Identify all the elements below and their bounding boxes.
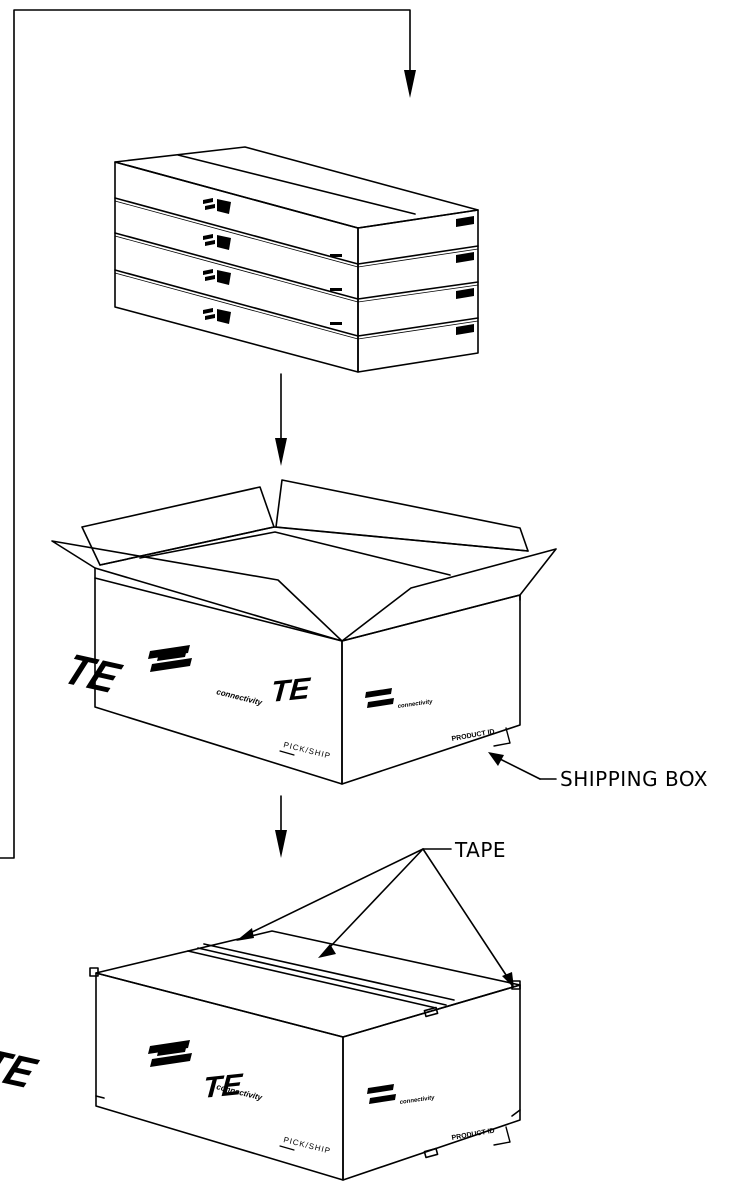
brand-sub-side: connectivity	[397, 699, 433, 710]
tape-callout: TAPE	[236, 838, 514, 988]
open-shipping-box: TE connectivity TE connectivity PICK/SHI…	[51, 479, 557, 785]
brand-mark-closed-side: TE	[202, 1068, 244, 1105]
pick-ship-label-closed: PICK/SHIP	[283, 1135, 332, 1155]
brand-mark-closed-front: TE	[0, 1040, 44, 1097]
te-logo-front: TE connectivity	[57, 645, 264, 707]
arrow-down-top	[404, 70, 416, 98]
brand-mark-front: TE	[57, 645, 128, 702]
shipping-box-callout: SHIPPING BOX	[560, 767, 708, 791]
brand-sub-closed-side: connectivity	[399, 1095, 435, 1106]
case-stack	[114, 146, 479, 373]
te-logo-side: TE connectivity	[270, 672, 434, 710]
arrow-down-1	[275, 438, 287, 466]
brand-mark-side: TE	[270, 672, 312, 709]
shipping-box-leader	[497, 757, 541, 780]
shipping-box-arrowhead	[488, 752, 504, 766]
te-logo-closed-side: TE connectivity	[202, 1068, 436, 1106]
brand-sub-front: connectivity	[216, 687, 264, 707]
case-logo-front	[203, 198, 231, 324]
product-id-label-closed: PRODUCT ID	[451, 1128, 495, 1142]
return-flow-line	[0, 9, 411, 859]
case-small-labels	[330, 254, 342, 325]
arrow-down-2	[275, 830, 287, 858]
closed-shipping-box: TE connectivity TE connectivity PICK/SHI…	[0, 930, 521, 1181]
case-logo-side	[456, 216, 474, 335]
pick-ship-label: PICK/SHIP	[283, 740, 332, 760]
tape-callout-label: TAPE	[454, 838, 506, 862]
